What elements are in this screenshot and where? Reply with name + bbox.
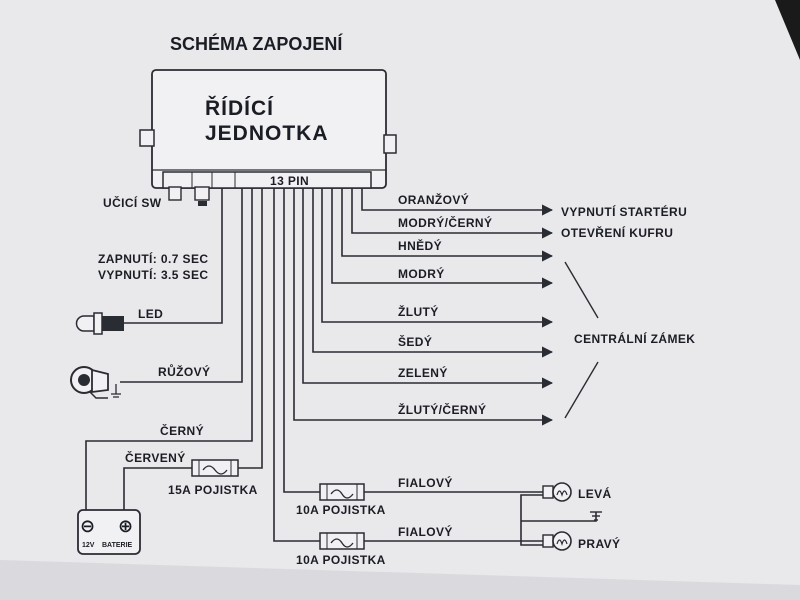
- control-unit-line2: JEDNOTKA: [205, 122, 329, 145]
- central-lock-label: CENTRÁLNÍ ZÁMEK: [574, 331, 695, 346]
- battery-icon: ⊖ ⊕ 12V BATERIE: [77, 509, 141, 555]
- timing-on: ZAPNUTÍ: 0.7 SEC: [98, 251, 208, 266]
- fuse-10a-upper-icon: [319, 483, 365, 501]
- wire-yellow: [321, 188, 554, 328]
- svg-text:12V: 12V: [82, 542, 95, 549]
- red-label: ČERVENÝ: [125, 450, 186, 465]
- siren-icon: [70, 366, 121, 399]
- timing-off: VYPNUTÍ: 3.5 SEC: [98, 267, 208, 282]
- fuse-15a-icon: [191, 459, 239, 477]
- blue-black-label: MODRÝ/ČERNÝ: [398, 215, 492, 230]
- learn-switch-label: UČICÍ SW: [103, 195, 162, 210]
- grey-label: ŠEDÝ: [398, 334, 432, 349]
- fuse-10a-lower-label: 10A POJISTKA: [296, 553, 386, 567]
- wire-green: [302, 188, 554, 389]
- violet-1-label: FIALOVÝ: [398, 475, 453, 490]
- starter-cut-label: VYPNUTÍ STARTÉRU: [561, 204, 687, 219]
- wire-orange: [361, 188, 554, 216]
- wire-red-to-battery: [123, 467, 192, 512]
- lamp-right-icon: [542, 531, 572, 551]
- yellow-label: ŽLUTÝ: [398, 304, 439, 319]
- fuse-15a-label: 15A POJISTKA: [168, 483, 258, 497]
- brown-label: HNĚDÝ: [398, 238, 442, 253]
- fuse-10a-lower-icon: [319, 532, 365, 550]
- svg-text:⊕: ⊕: [118, 516, 133, 536]
- lamp-right-label: PRAVÝ: [578, 536, 620, 551]
- led-icon: [75, 312, 124, 335]
- diagram-title: SCHÉMA ZAPOJENÍ: [170, 33, 343, 54]
- wire-violet-1: [283, 188, 543, 493]
- wire-pink: [120, 188, 243, 383]
- central-lock-brace: [564, 261, 599, 419]
- pin-count-label: 13 PIN: [270, 174, 309, 188]
- lamp-left-label: LEVÁ: [578, 486, 612, 501]
- wire-red: [238, 188, 263, 469]
- fuse-10a-upper-label: 10A POJISTKA: [296, 503, 386, 517]
- orange-label: ORANŽOVÝ: [398, 192, 469, 207]
- wire-yellow-black: [293, 188, 554, 426]
- green-label: ZELENÝ: [398, 365, 448, 380]
- wire-blue: [331, 188, 554, 289]
- wire-brown: [341, 188, 554, 262]
- lamp-left-icon: [542, 482, 572, 502]
- wire-blue-black: [351, 188, 554, 239]
- wire-violet-2: [273, 188, 543, 542]
- led-label: LED: [138, 307, 163, 321]
- svg-text:⊖: ⊖: [80, 516, 95, 536]
- learn-switch: UČICÍ SW: [103, 186, 210, 210]
- wire-black: [85, 188, 253, 512]
- blue-label: MODRÝ: [398, 266, 445, 281]
- wire-led: [124, 188, 223, 324]
- violet-2-label: FIALOVÝ: [398, 524, 453, 539]
- paper-shadow: [0, 560, 800, 600]
- wire-grey: [312, 188, 554, 358]
- black-label: ČERNÝ: [160, 423, 204, 438]
- svg-text:BATERIE: BATERIE: [102, 542, 133, 549]
- yellow-black-label: ŽLUTÝ/ČERNÝ: [398, 402, 486, 417]
- control-unit: ŘÍDÍCÍ JEDNOTKA: [139, 69, 397, 189]
- pink-label: RŮŽOVÝ: [158, 363, 210, 379]
- trunk-open-label: OTEVŘENÍ KUFRU: [561, 225, 673, 240]
- control-unit-line1: ŘÍDÍCÍ: [205, 96, 274, 120]
- connector-13pin: 13 PIN: [162, 171, 372, 189]
- ground-icon: [520, 494, 602, 546]
